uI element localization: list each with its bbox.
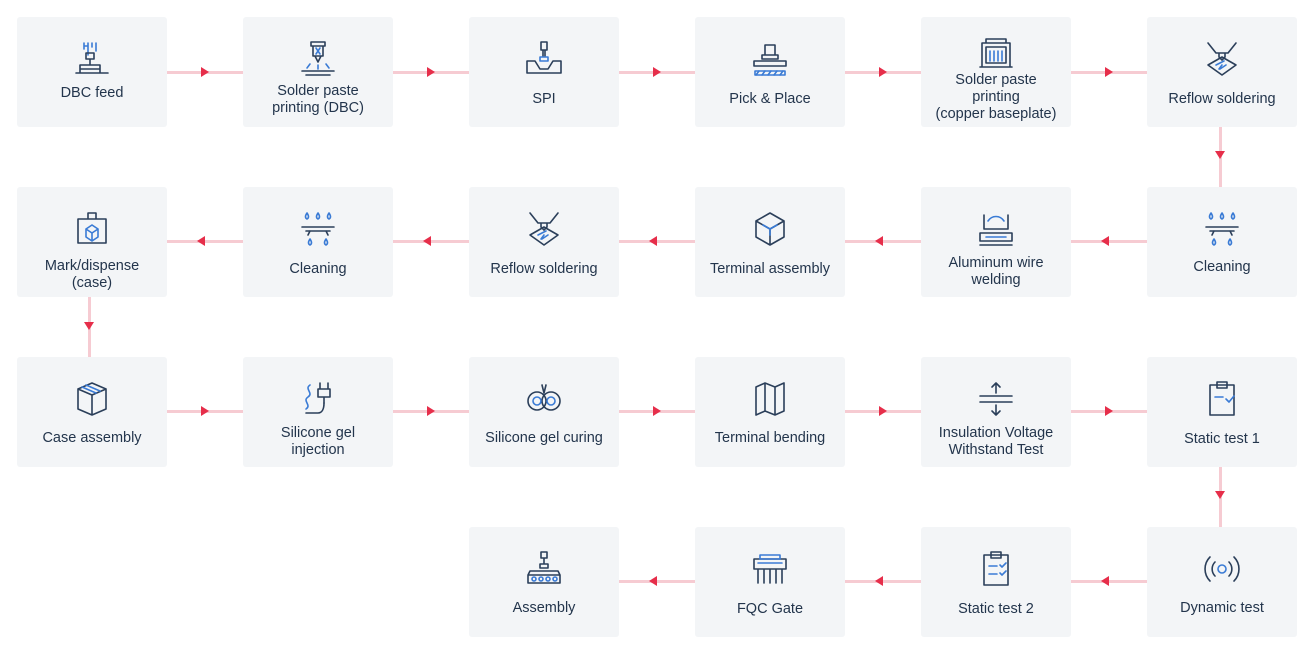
step-assembly: Assembly [469, 527, 619, 637]
arrow-right [201, 406, 209, 416]
mark-dispense-icon [72, 209, 112, 249]
step-fqc-gate: FQC Gate [695, 527, 845, 637]
step-label: Silicone gel injection [280, 425, 356, 458]
step-gel-injection: Silicone gel injection [243, 357, 393, 467]
step-label: Reflow soldering [490, 261, 598, 277]
step-pick-place: Pick & Place [695, 17, 845, 127]
reflow-icon [524, 209, 564, 249]
arrow-left [1101, 236, 1109, 246]
connector [1071, 240, 1147, 243]
connector [167, 240, 243, 243]
step-static-test-1: Static test 1 [1147, 357, 1297, 467]
step-label: Silicone gel curing [485, 430, 603, 446]
step-label: Assembly [512, 600, 576, 616]
arrow-left [1101, 576, 1109, 586]
case-assembly-icon [72, 379, 112, 419]
arrow-right [427, 406, 435, 416]
spi-icon [524, 39, 564, 79]
step-dynamic-test: Dynamic test [1147, 527, 1297, 637]
step-insulation-test: Insulation Voltage Withstand Test [921, 357, 1071, 467]
solder-paste-icon [298, 39, 338, 79]
step-label: FQC Gate [736, 601, 804, 617]
terminal-assembly-icon [750, 209, 790, 249]
fqc-gate-icon [750, 549, 790, 589]
step-label: Case assembly [42, 430, 142, 446]
step-label: Pick & Place [729, 91, 811, 107]
step-label: Dynamic test [1180, 600, 1264, 616]
arrow-left [197, 236, 205, 246]
arrow-right [879, 406, 887, 416]
printer-icon [976, 35, 1016, 75]
insulation-test-icon [976, 379, 1016, 419]
step-label: Aluminum wire welding [948, 255, 1044, 288]
step-label: DBC feed [60, 85, 124, 101]
checklist-icon [976, 549, 1016, 589]
connector [845, 580, 921, 583]
step-cleaning-2: Cleaning [243, 187, 393, 297]
gel-curing-icon [524, 379, 564, 419]
step-terminal-bending: Terminal bending [695, 357, 845, 467]
step-solder-paste-baseplate: Solder paste printing (copper baseplate) [921, 17, 1071, 127]
step-label: Terminal bending [714, 430, 826, 446]
connector [845, 240, 921, 243]
step-label: Cleaning [289, 261, 347, 277]
step-label: Terminal assembly [709, 261, 831, 277]
step-spi: SPI [469, 17, 619, 127]
arrow-down [1215, 491, 1225, 499]
step-label: Solder paste printing (DBC) [272, 83, 364, 116]
arrow-right [1105, 67, 1113, 77]
step-label: Cleaning [1193, 259, 1251, 275]
reflow-icon [1202, 39, 1242, 79]
step-cleaning-1: Cleaning [1147, 187, 1297, 297]
cleaning-icon [298, 209, 338, 249]
arrow-right [879, 67, 887, 77]
arrow-left [649, 236, 657, 246]
connector [393, 240, 469, 243]
step-reflow-2: Reflow soldering [469, 187, 619, 297]
arrow-right [653, 67, 661, 77]
connector [619, 580, 695, 583]
step-label: Static test 2 [958, 601, 1034, 617]
arrow-right [1105, 406, 1113, 416]
clipboard-icon [1202, 379, 1242, 419]
dynamic-test-icon [1202, 549, 1242, 589]
step-case-assembly: Case assembly [17, 357, 167, 467]
arrow-left [875, 236, 883, 246]
terminal-bending-icon [750, 379, 790, 419]
step-label: Mark/dispense (case) [44, 258, 140, 291]
arrow-left [649, 576, 657, 586]
step-gel-curing: Silicone gel curing [469, 357, 619, 467]
step-aluminum-wire: Aluminum wire welding [921, 187, 1071, 297]
step-reflow-1: Reflow soldering [1147, 17, 1297, 127]
step-label: Insulation Voltage Withstand Test [938, 425, 1054, 458]
arrow-left [875, 576, 883, 586]
arrow-down [84, 322, 94, 330]
arrow-left [423, 236, 431, 246]
arrow-right [653, 406, 661, 416]
connector [1071, 580, 1147, 583]
step-solder-paste-dbc: Solder paste printing (DBC) [243, 17, 393, 127]
dbc-feed-icon [72, 39, 112, 79]
step-dbc-feed: DBC feed [17, 17, 167, 127]
step-label: SPI [532, 91, 556, 107]
step-terminal-assembly: Terminal assembly [695, 187, 845, 297]
cleaning-icon [1202, 209, 1242, 249]
step-label: Solder paste printing (copper baseplate) [935, 72, 1057, 122]
arrow-down [1215, 151, 1225, 159]
wire-welding-icon [976, 209, 1016, 249]
pick-place-icon [750, 39, 790, 79]
arrow-right [427, 67, 435, 77]
step-label: Reflow soldering [1168, 91, 1276, 107]
step-static-test-2: Static test 2 [921, 527, 1071, 637]
arrow-right [201, 67, 209, 77]
gel-injection-icon [298, 379, 338, 419]
step-mark-dispense: Mark/dispense (case) [17, 187, 167, 297]
connector [619, 240, 695, 243]
assembly-icon [524, 549, 564, 589]
step-label: Static test 1 [1184, 431, 1260, 447]
